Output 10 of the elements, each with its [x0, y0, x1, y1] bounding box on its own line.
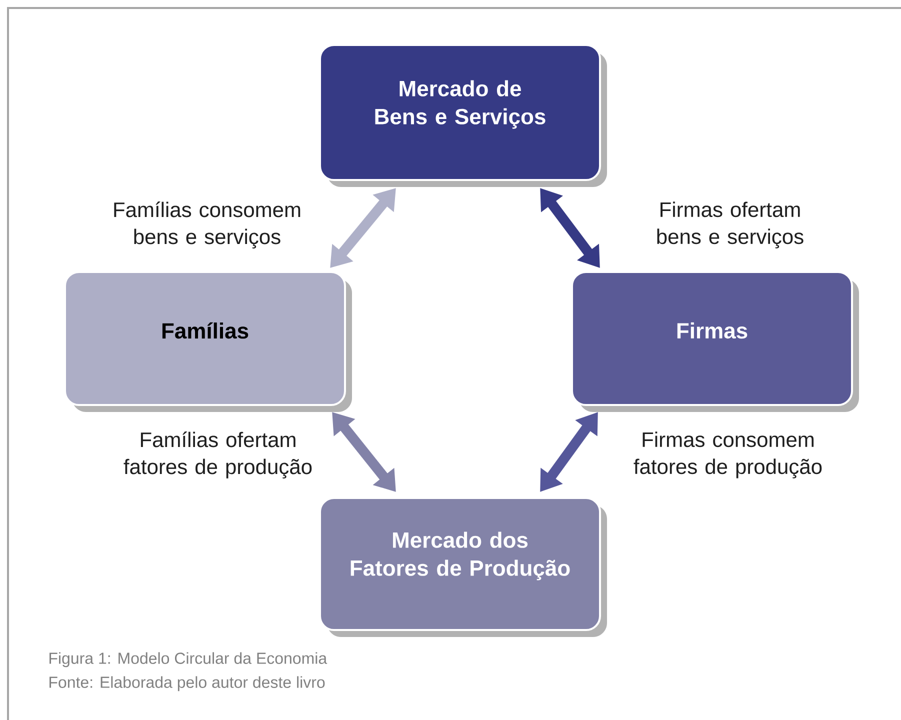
edge-label: Famílias ofertam fatores de produção	[124, 432, 312, 478]
caption: Figura 1: Modelo Circular da Economia	[50, 652, 328, 668]
edge-label: Firmas ofertam bens e serviços	[657, 202, 804, 248]
edge-label: Famílias consomem bens e serviços	[114, 202, 300, 248]
box: Mercado de Bens e Serviços	[319, 44, 607, 187]
edge-label: Firmas consomem fatores de produção	[634, 432, 822, 478]
box: Mercado dos Fatores de Produção	[319, 497, 607, 637]
source-note: Fonte: Elaborada pelo autor deste livro	[50, 676, 325, 692]
box: Firmas	[571, 271, 859, 412]
box: Famílias	[64, 271, 352, 412]
